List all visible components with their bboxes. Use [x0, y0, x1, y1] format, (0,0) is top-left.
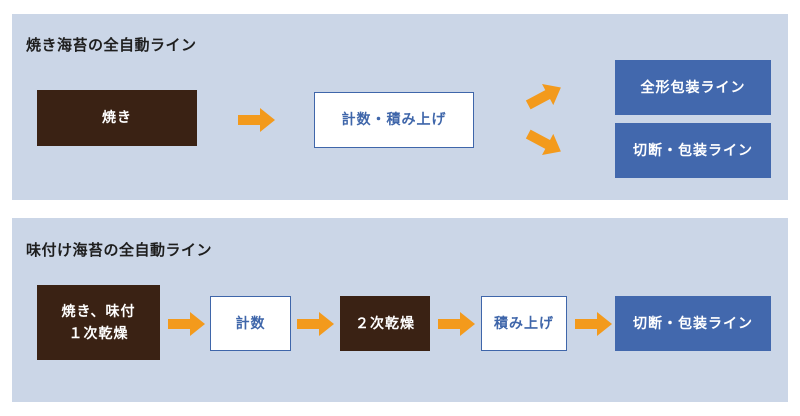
line1-step-yaki: 焼き — [37, 90, 197, 146]
line2-step-cut-packaging-label: 切断・包装ライン — [633, 315, 753, 332]
line1-step-count-stack: 計数・積み上げ — [314, 92, 474, 148]
line2-step1-label-line2: １次乾燥 — [68, 325, 129, 342]
line1-branch-zenkei-packaging: 全形包装ライン — [615, 60, 771, 115]
line2-step-yaki-ajitsuke-dry1: 焼き、味付 １次乾燥 — [37, 285, 160, 360]
flow-arrow-icon — [575, 312, 612, 336]
flow-arrow-down-right-icon — [525, 129, 561, 156]
line2-step-dry2: ２次乾燥 — [340, 296, 430, 351]
flow-arrow-icon — [168, 312, 205, 336]
line2-step-dry2-label: ２次乾燥 — [355, 315, 415, 332]
line2-step-cut-packaging: 切断・包装ライン — [615, 296, 771, 351]
flow-arrow-icon — [238, 108, 275, 132]
flow-arrow-up-right-icon — [525, 83, 561, 110]
line2-step-count: 計数 — [210, 296, 291, 351]
line2-step1-label-line1: 焼き、味付 — [61, 303, 136, 320]
line2-step-stack-label: 積み上げ — [494, 315, 554, 332]
line1-step-count-stack-label: 計数・積み上げ — [341, 112, 447, 128]
ajitsuke-nori-line-title: 味付け海苔の全自動ライン — [26, 241, 213, 259]
line1-branch-cut-packaging: 切断・包装ライン — [615, 123, 771, 178]
line1-branch-zenkei-label: 全形包装ライン — [640, 79, 746, 96]
line2-step-count-label: 計数 — [235, 315, 266, 332]
yaki-nori-line-title: 焼き海苔の全自動ライン — [26, 36, 197, 54]
flow-arrow-icon — [438, 312, 475, 336]
line1-step-yaki-label: 焼き — [102, 110, 132, 126]
line2-step-stack: 積み上げ — [481, 296, 567, 351]
flow-arrow-icon — [297, 312, 334, 336]
line1-branch-cut-label: 切断・包装ライン — [633, 142, 753, 159]
